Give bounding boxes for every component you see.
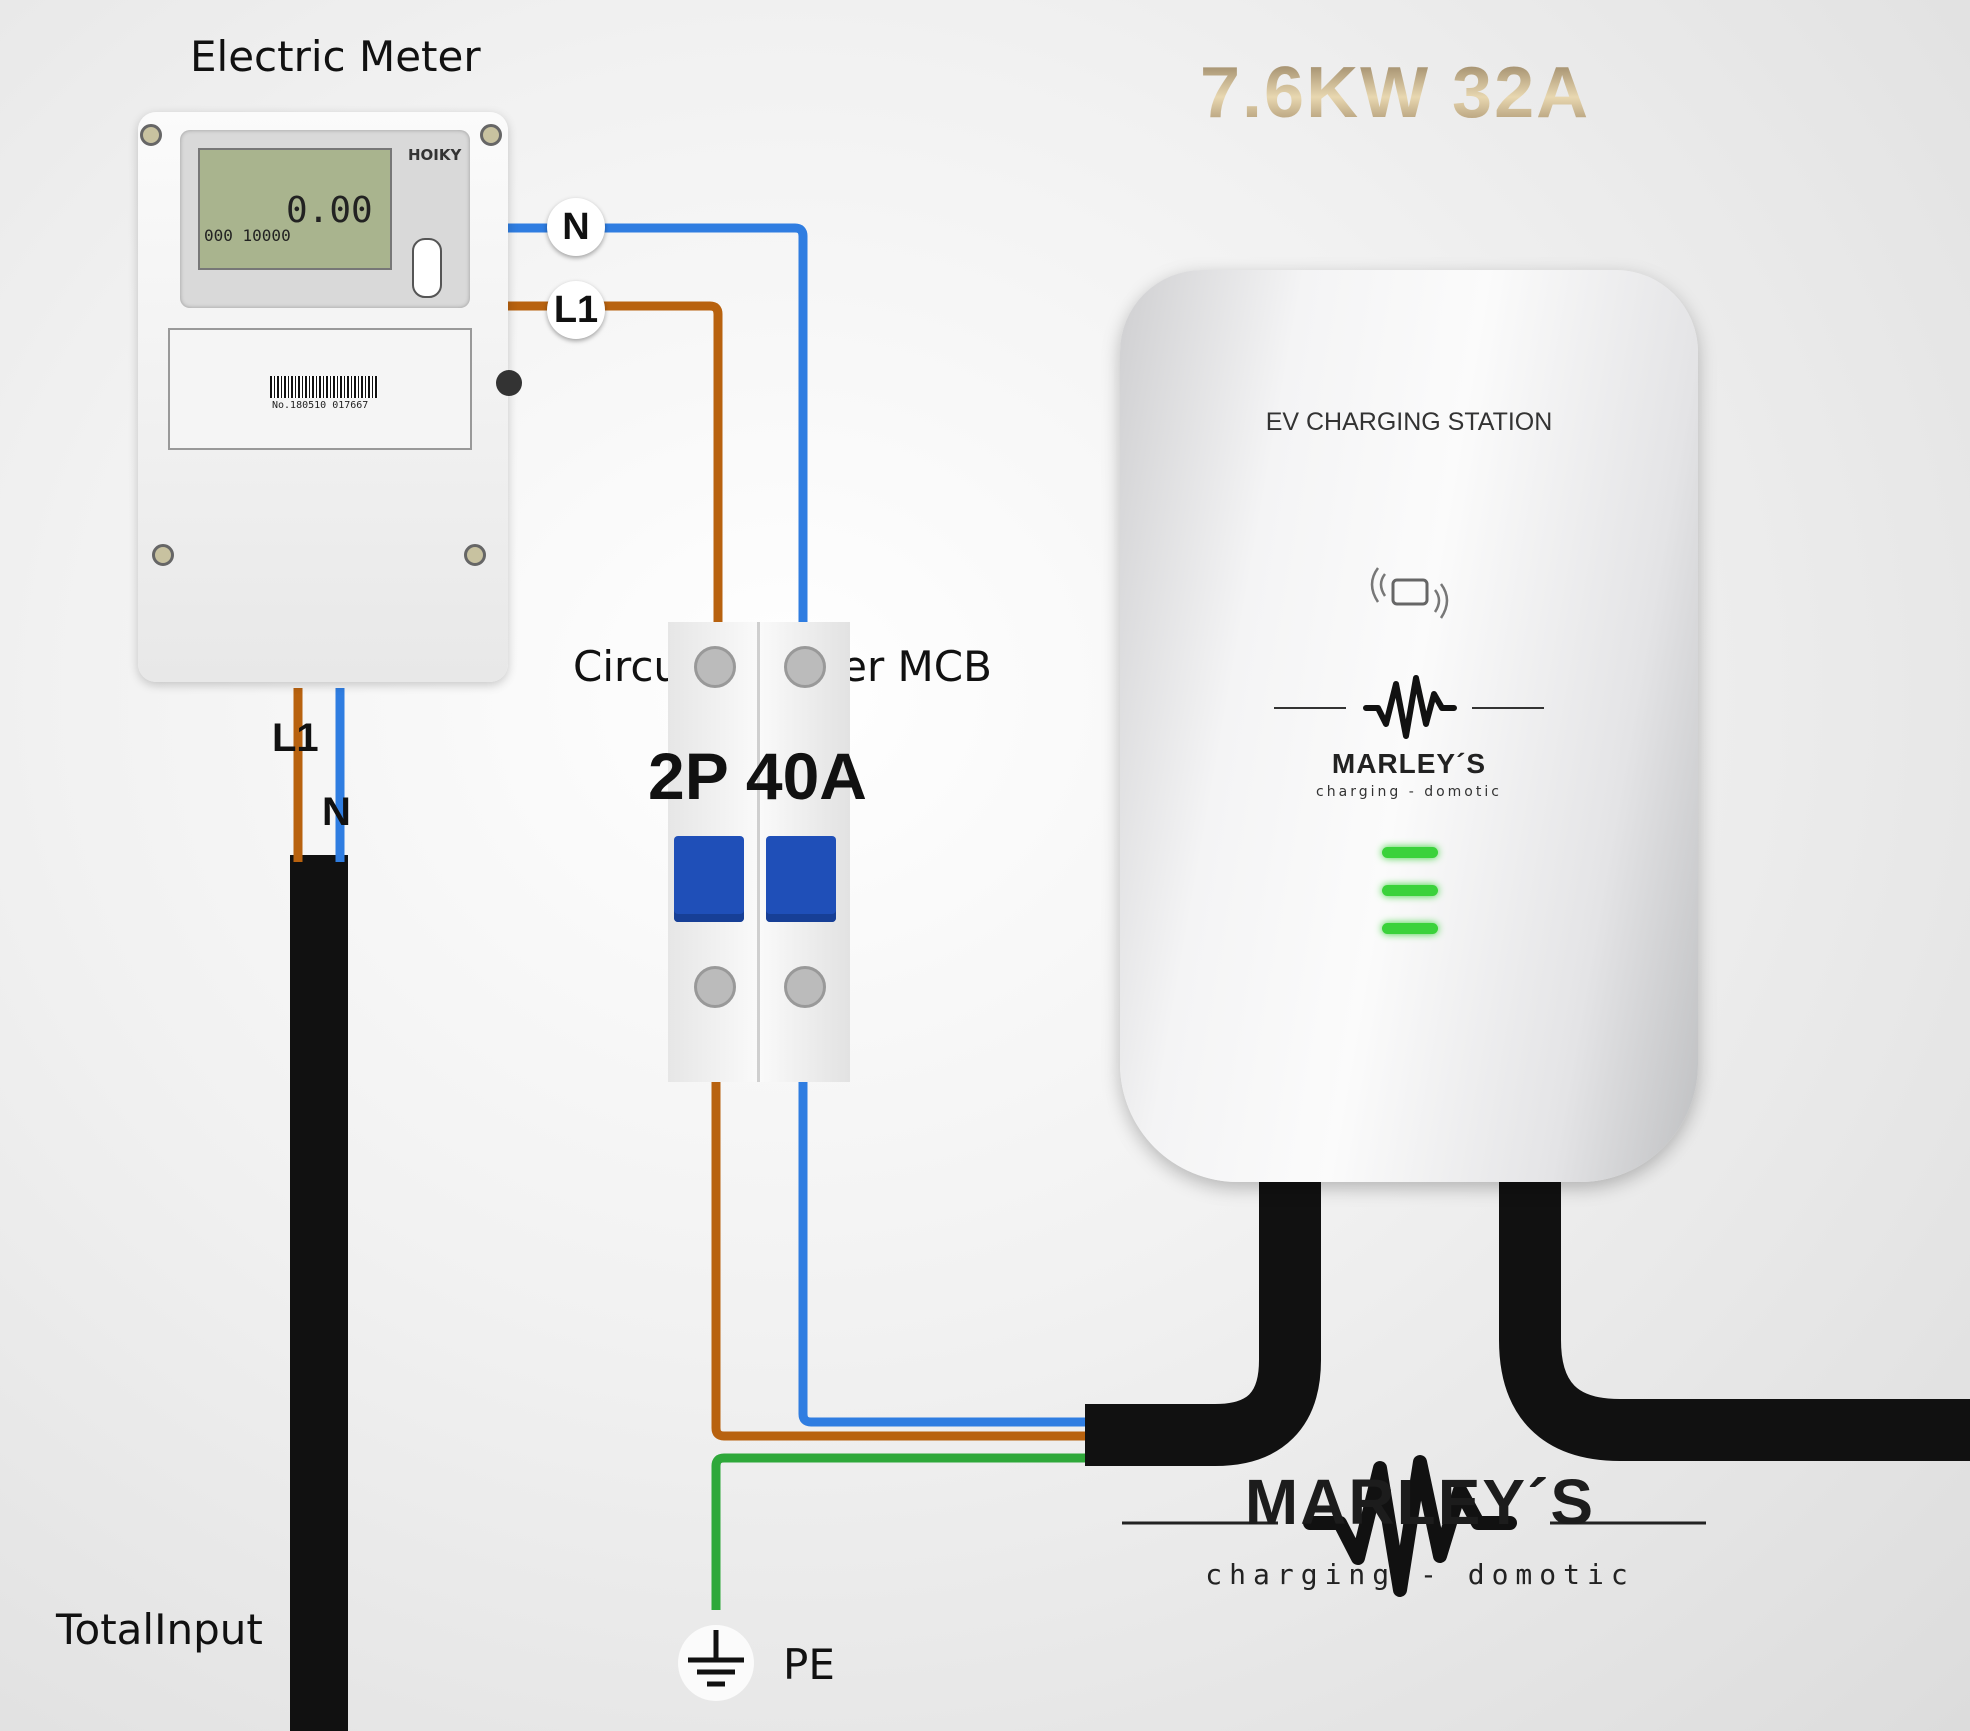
breaker-to-charger-l1-wire [711,1082,1090,1441]
meter-to-breaker-l1-wire [505,301,723,625]
breaker-terminal [694,646,736,688]
breaker-to-charger-n-wire [798,1082,1090,1427]
status-led [1382,923,1438,934]
neutral-bubble: N [547,198,605,256]
ground-symbol-icon [678,1625,754,1701]
charger-tagline: charging - domotic [1316,784,1502,800]
meter-nameplate: No.180510 017667 [168,328,472,450]
charger-brand: MARLEY´S [1331,748,1487,779]
breaker-terminal [694,966,736,1008]
meter-screw [464,544,486,566]
meter-title: Electric Meter [190,32,481,81]
meter-button [412,238,442,298]
meter-reading: 0.00 [286,190,373,231]
circuit-breaker [668,622,850,1082]
status-led [1382,847,1438,858]
meter-lcd: 0.00 000 10000 [198,148,392,270]
meter-brand: HOIKY [408,146,462,164]
barcode [270,376,378,398]
electric-meter: 0.00 000 10000 HOIKY No.180510 017667 [138,112,522,682]
logo-brand: MARLEY´S [1244,1466,1596,1538]
logo-tagline: charging - domotic [1205,1558,1635,1591]
breaker-terminal [784,646,826,688]
breaker-lever [674,836,744,922]
supply-cable [1085,1170,1321,1466]
meter-counter: 000 10000 [204,226,291,245]
ev-charger: EV CHARGING STATION MARLEY´S charging - … [1120,270,1698,1182]
input-l1-label: L1 [272,716,319,760]
meter-screw [480,124,502,146]
breaker-rating: 2P 40A [648,739,867,813]
nfc-card-icon [1370,567,1449,619]
meter-to-breaker-n-wire [505,223,808,625]
charger-title: EV CHARGING STATION [1265,408,1553,436]
input-n-label: N [322,790,351,834]
power-spec: 7.6KW 32A [1200,53,1591,133]
breaker-terminal [784,966,826,1008]
line-bubble: L1 [547,281,605,339]
heartbeat-logo-icon [1122,1455,1706,1597]
meter-serial: No.180510 017667 [272,400,369,411]
meter-display-panel: 0.00 000 10000 HOIKY [180,130,470,308]
pe-label: PE [783,1640,835,1689]
meter-screw [152,544,174,566]
breaker-lever [766,836,836,922]
total-input-label: TotalInput [56,1605,263,1654]
total-input-cable [290,855,348,1731]
charger-heartbeat-icon [1274,675,1544,739]
status-led [1382,885,1438,896]
meter-seal-icon [496,370,522,396]
pole-divider [757,622,760,1082]
meter-screw [140,124,162,146]
earth-wire [711,1453,1090,1610]
charging-cable [1499,1170,1970,1461]
